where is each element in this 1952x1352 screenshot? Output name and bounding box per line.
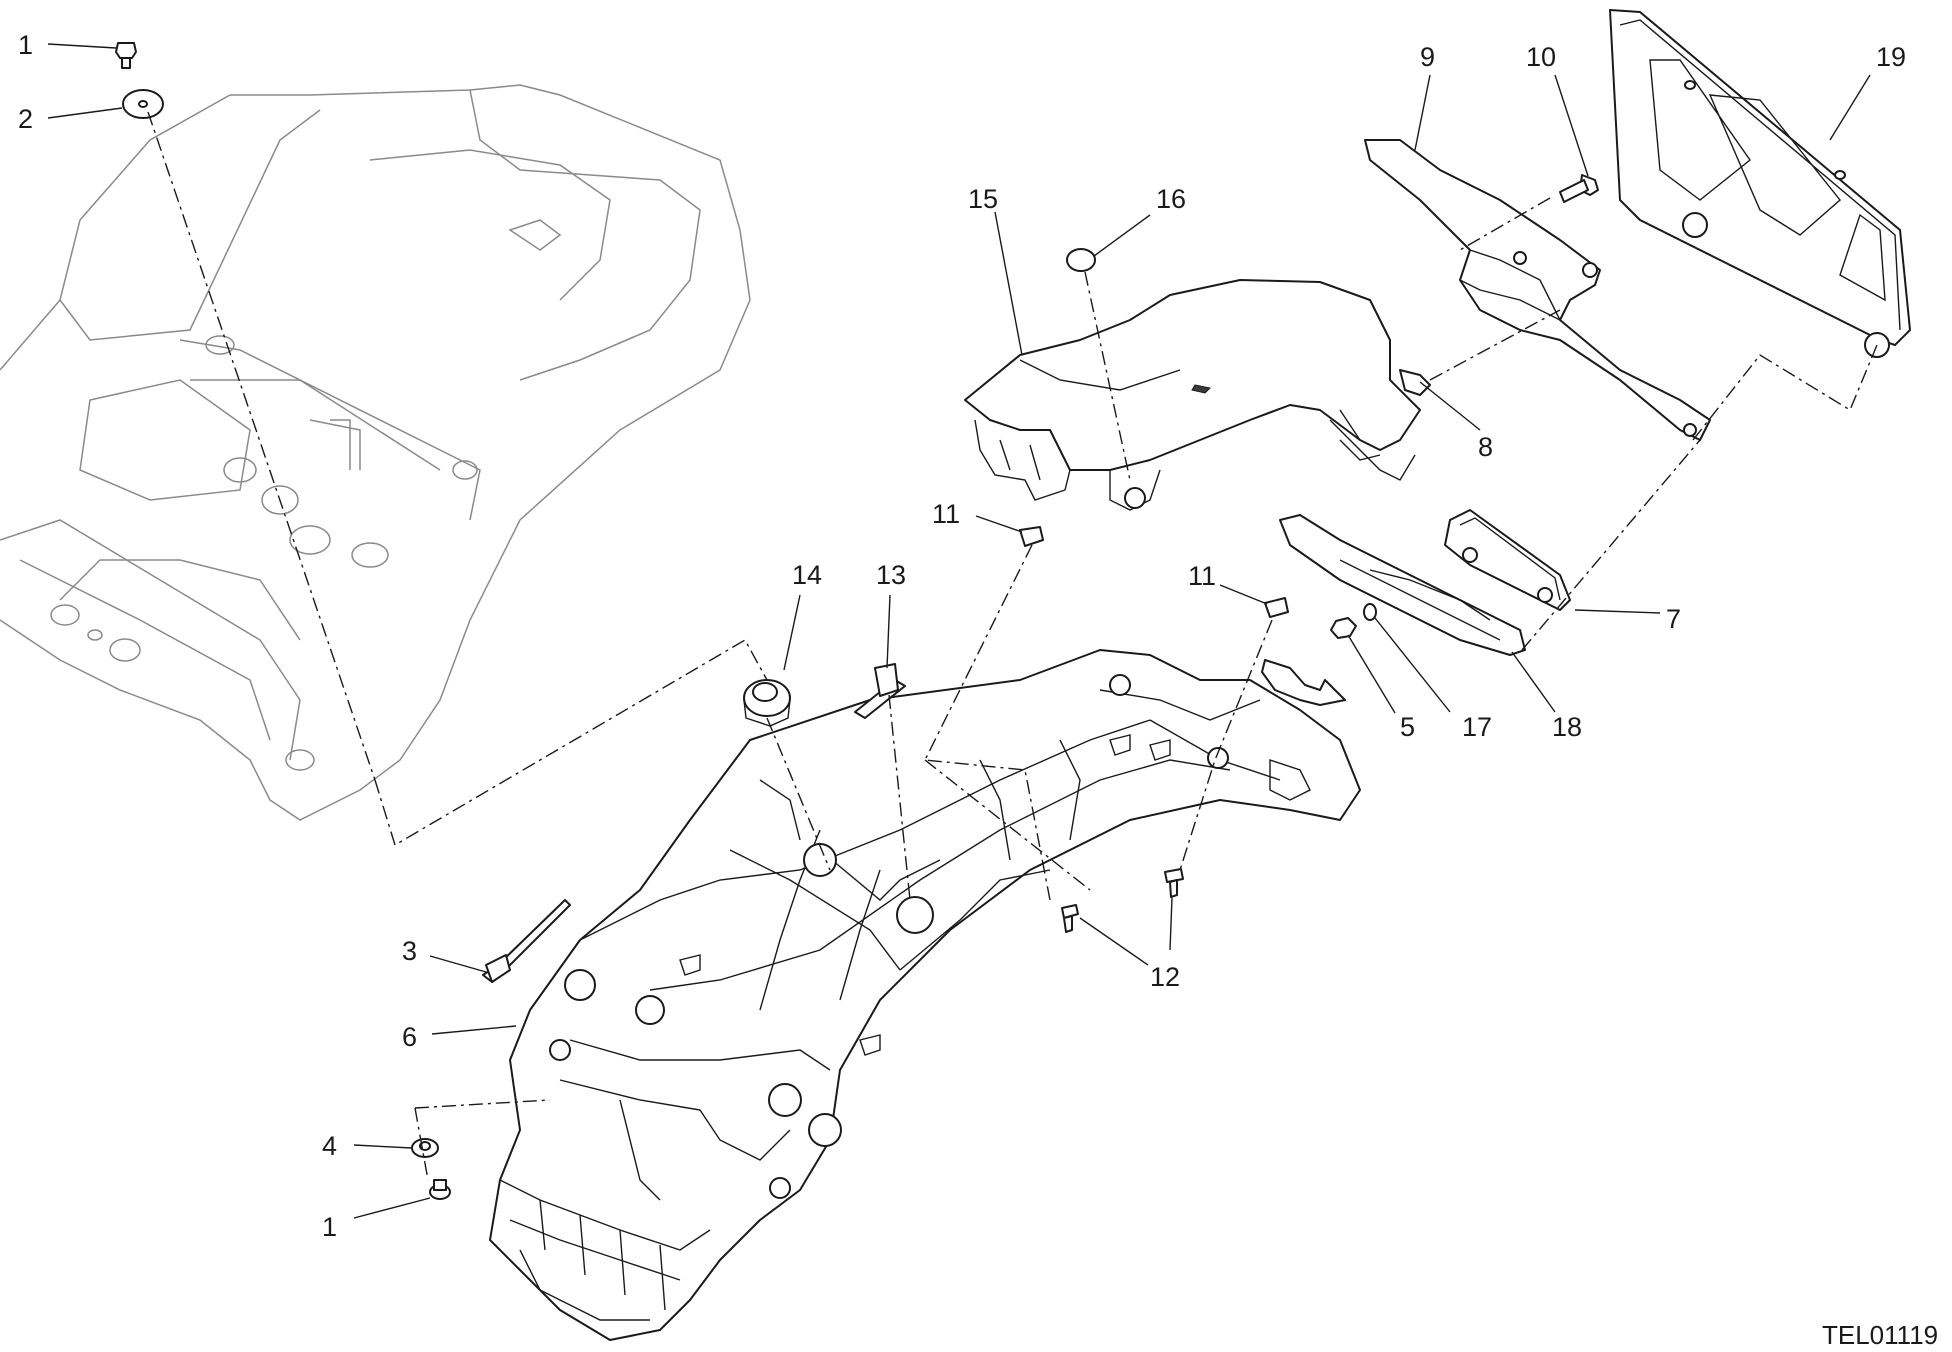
license-plate <box>1609 9 1911 358</box>
callout-6: 6 <box>402 1022 417 1052</box>
callout-labels: 1 2 3 4 1 5 6 7 8 9 10 11 11 12 13 14 15… <box>18 30 1906 1242</box>
callout-1-top: 1 <box>18 30 33 60</box>
callout-13: 13 <box>876 560 906 590</box>
callout-14: 14 <box>792 560 822 590</box>
callout-12: 12 <box>1150 962 1180 992</box>
callout-4: 4 <box>322 1131 337 1161</box>
rear-subframe <box>0 84 751 821</box>
reflector-holder <box>1279 514 1526 656</box>
callout-2: 2 <box>18 104 33 134</box>
callout-18: 18 <box>1552 712 1582 742</box>
small-hardware <box>115 42 1599 1200</box>
assembly-lines <box>147 111 1878 1181</box>
callout-8: 8 <box>1478 432 1493 462</box>
callout-11-right: 11 <box>1188 561 1216 591</box>
callout-1-bottom: 1 <box>322 1212 337 1242</box>
callout-3: 3 <box>402 936 417 966</box>
rear-mudguard <box>964 279 1421 511</box>
callout-15: 15 <box>968 184 998 214</box>
license-plate-bracket <box>1364 139 1711 441</box>
rear-undertray <box>489 649 1361 1341</box>
reflector <box>1444 509 1571 611</box>
callout-11-left: 11 <box>932 499 960 529</box>
callout-10: 10 <box>1526 42 1556 72</box>
leader-lines <box>47 43 1871 1219</box>
callout-16: 16 <box>1156 184 1186 214</box>
drawing-code: TEL01119 <box>1822 1320 1938 1350</box>
callout-5: 5 <box>1400 712 1415 742</box>
callout-17: 17 <box>1462 712 1492 742</box>
callout-9: 9 <box>1420 42 1435 72</box>
callout-19: 19 <box>1876 42 1906 72</box>
callout-7: 7 <box>1666 604 1681 634</box>
